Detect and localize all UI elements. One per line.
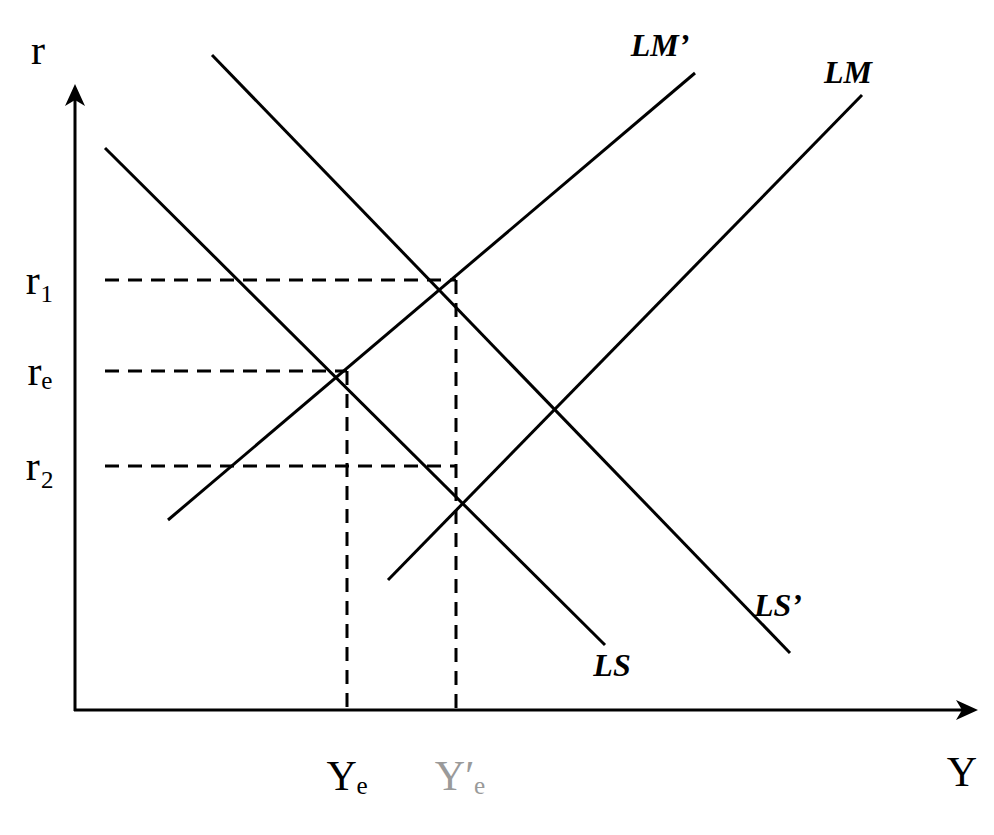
dashed-guides bbox=[105, 280, 456, 708]
axis-value: Yₑ bbox=[326, 755, 367, 797]
axes bbox=[65, 84, 978, 720]
curve-label: LM’ bbox=[631, 29, 690, 61]
curve-label: LS’ bbox=[754, 589, 802, 621]
lm-prime-curve bbox=[168, 73, 695, 520]
axis-value: Y′ₑ bbox=[435, 755, 485, 797]
lm-curve bbox=[388, 95, 862, 580]
axis-label: r bbox=[31, 29, 45, 71]
ls-curve bbox=[105, 148, 605, 645]
axis-value: r₂ bbox=[26, 445, 55, 487]
curve-label: LM bbox=[824, 56, 872, 88]
curve-label: LS bbox=[593, 649, 630, 681]
axis-value: rₑ bbox=[28, 350, 53, 392]
curves bbox=[105, 55, 862, 653]
axis-label: Y bbox=[947, 751, 977, 793]
axis-value: r₁ bbox=[26, 259, 55, 301]
ls-prime-curve bbox=[212, 55, 790, 653]
